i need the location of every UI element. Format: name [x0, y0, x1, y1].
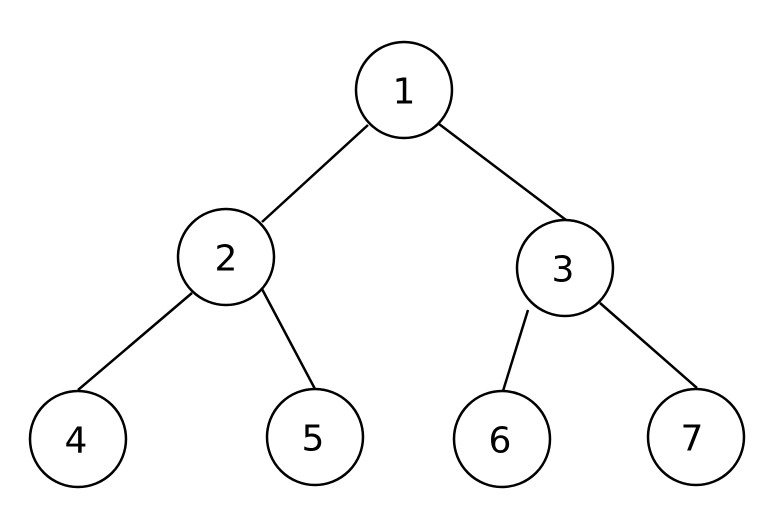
edge-2-5	[260, 288, 317, 390]
node-label: 2	[215, 239, 238, 280]
edge-3-6	[501, 309, 530, 392]
edge-3-7	[599, 302, 698, 389]
tree-node-1: 1	[354, 40, 454, 140]
node-label: 5	[302, 419, 325, 460]
tree-node-2: 2	[176, 207, 276, 307]
node-label: 1	[393, 72, 416, 113]
node-label: 6	[489, 421, 512, 462]
node-label: 4	[65, 421, 88, 462]
node-label: 7	[681, 419, 704, 460]
edge-1-3	[438, 123, 567, 221]
edge-1-2	[261, 124, 369, 223]
node-label: 3	[552, 250, 575, 291]
tree-node-5: 5	[265, 387, 365, 487]
tree-node-7: 7	[646, 387, 746, 487]
tree-node-3: 3	[515, 218, 615, 318]
tree-node-4: 4	[28, 389, 128, 489]
tree-node-6: 6	[452, 389, 552, 489]
edge-2-4	[77, 292, 193, 391]
